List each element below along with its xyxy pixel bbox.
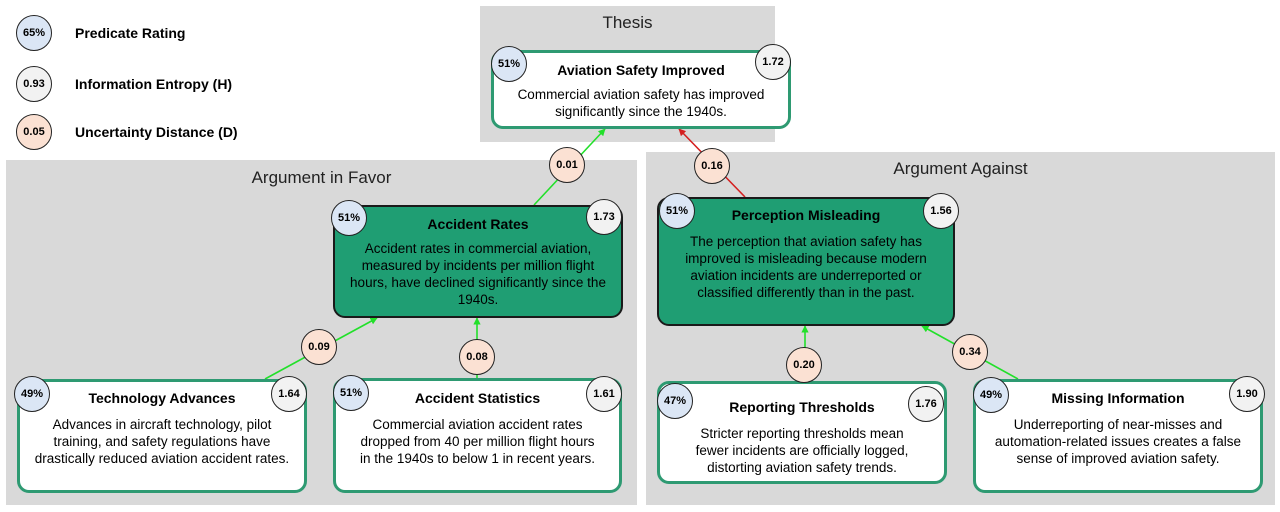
thesis-rating: 51%	[491, 46, 527, 82]
technology-entropy: 1.64	[271, 376, 307, 412]
thesis-node[interactable]: Aviation Safety Improved Commercial avia…	[491, 50, 791, 129]
reporting-body: Stricter reporting thresholds mean fewer…	[695, 426, 909, 475]
perception-node[interactable]: Perception Misleading The perception tha…	[657, 197, 955, 326]
favor-panel-title: Argument in Favor	[251, 168, 392, 187]
thesis-panel-title: Thesis	[602, 13, 653, 32]
perception-body: The perception that aviation safety has …	[685, 234, 927, 300]
legend-entropy-label: Information Entropy (H)	[75, 76, 233, 92]
edge-missing-perception-distance: 0.34	[952, 334, 988, 370]
missing-body: Underreporting of near-misses and automa…	[994, 417, 1242, 466]
edge-technology-rates-distance: 0.09	[301, 329, 337, 365]
thesis-node-body: Commercial aviation safety has improved …	[517, 87, 765, 119]
technology-title: Technology Advances	[88, 390, 236, 406]
missing-rating: 49%	[973, 377, 1009, 413]
accident-rates-rating: 51%	[331, 200, 367, 236]
statistics-title: Accident Statistics	[414, 390, 541, 406]
edge-statistics-rates-distance: 0.08	[459, 339, 495, 375]
missing-entropy: 1.90	[1229, 376, 1265, 412]
thesis-node-title: Aviation Safety Improved	[557, 62, 725, 78]
perception-title: Perception Misleading	[731, 207, 881, 223]
reporting-node[interactable]: Reporting Thresholds Stricter reporting …	[657, 381, 947, 484]
statistics-body: Commercial aviation accident rates dropp…	[360, 417, 595, 466]
reporting-entropy: 1.76	[908, 386, 944, 422]
edge-rates-thesis-distance: 0.01	[549, 147, 585, 183]
reporting-title: Reporting Thresholds	[729, 399, 875, 415]
perception-entropy: 1.56	[923, 193, 959, 229]
technology-node[interactable]: Technology Advances Advances in aircraft…	[17, 379, 307, 493]
technology-body: Advances in aircraft technology, pilot t…	[34, 417, 290, 466]
accident-rates-title: Accident Rates	[427, 216, 529, 232]
reporting-rating: 47%	[657, 383, 693, 419]
legend-distance-label: Uncertainty Distance (D)	[75, 124, 238, 140]
missing-title: Missing Information	[1051, 390, 1185, 406]
legend-rating-label: Predicate Rating	[75, 25, 186, 41]
legend-rating-circle: 65%	[16, 15, 52, 51]
statistics-node[interactable]: Accident Statistics Commercial aviation …	[333, 378, 622, 493]
accident-rates-body: Accident rates in commercial aviation, m…	[350, 241, 606, 307]
perception-rating: 51%	[659, 193, 695, 229]
accident-rates-node[interactable]: Accident Rates Accident rates in commerc…	[333, 205, 623, 318]
edge-reporting-perception-distance: 0.20	[786, 347, 822, 383]
missing-node[interactable]: Missing Information Underreporting of ne…	[973, 379, 1263, 493]
accident-rates-entropy: 1.73	[586, 199, 622, 235]
legend-entropy-circle: 0.93	[16, 66, 52, 102]
statistics-rating: 51%	[333, 375, 369, 411]
legend-distance-circle: 0.05	[16, 114, 52, 150]
against-panel-title: Argument Against	[893, 159, 1028, 178]
statistics-entropy: 1.61	[586, 376, 622, 412]
thesis-entropy: 1.72	[755, 44, 791, 80]
edge-perception-thesis-distance: 0.16	[694, 148, 730, 184]
technology-rating: 49%	[14, 376, 50, 412]
